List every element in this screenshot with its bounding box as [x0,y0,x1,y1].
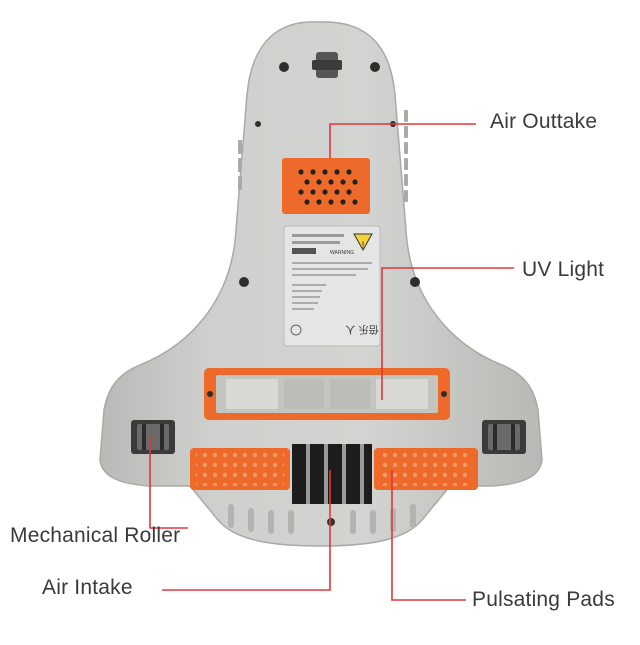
leader-air-intake [162,470,331,591]
svg-text:!: ! [362,240,365,250]
label-uv-light: UV Light [522,258,605,281]
mechanical-roller-left [131,420,175,454]
brand-text: 倍乐 人 [345,323,378,336]
screw-hole [410,277,420,287]
pulsating-pad-left [190,448,290,490]
leader-mechanical-roller [149,436,188,529]
side-vent-left [238,140,242,190]
screw-hole [279,62,289,72]
mechanical-roller-right [482,420,526,454]
side-vent-right [404,110,408,202]
screw-hole [239,277,249,287]
label-mechanical-roller: Mechanical Roller [10,524,181,547]
air-outtake-grille [282,158,370,214]
rating-plate: ! WARNING 倍乐 人 [283,225,381,347]
pulsating-pad-right [374,448,478,490]
warning-badge: WARNING [330,250,354,256]
screw-hole [255,121,261,127]
leader-pulsating-pads [391,470,466,601]
callout-leaders [149,123,514,601]
leader-air-outtake [329,123,476,158]
leader-uv-light [381,267,514,400]
bottom-grip-ribs [228,504,416,534]
uv-light-bar [204,368,450,420]
label-pulsating-pads: Pulsating Pads [472,588,615,611]
screw-hole [370,62,380,72]
air-intake-slots [292,444,372,504]
label-air-intake: Air Intake [42,576,133,599]
label-air-outtake: Air Outtake [490,110,598,133]
